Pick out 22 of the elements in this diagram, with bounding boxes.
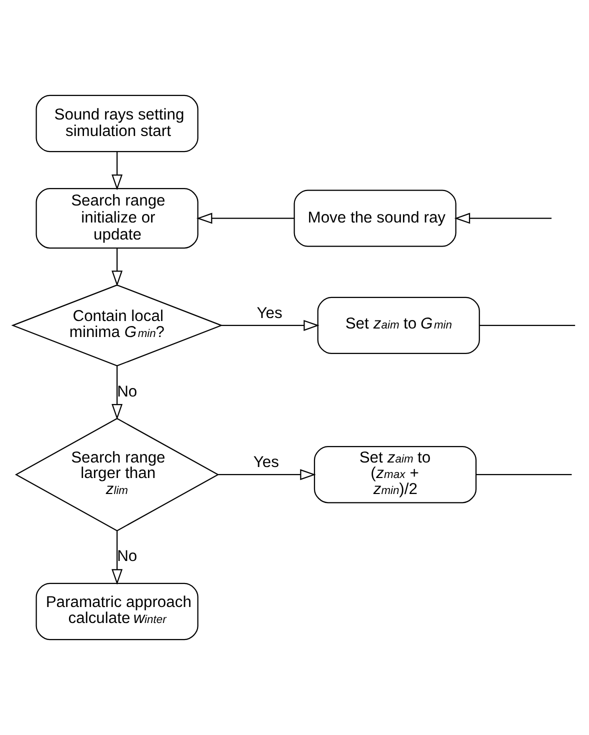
node-diamond: Contain local minima Gmin?: [11, 284, 223, 366]
node-box: Move the sound ray: [294, 190, 456, 247]
arrow: [222, 320, 320, 331]
arrow: [112, 248, 123, 286]
arrow: [112, 366, 123, 420]
node-box: Sound rays setting simulation start: [36, 94, 198, 152]
connector: [476, 474, 572, 476]
arrow: [112, 530, 123, 585]
arrow: [112, 152, 123, 190]
edge-label: No: [117, 548, 138, 566]
arrow: [196, 212, 294, 224]
node-box: Set zaim to Gmin: [317, 296, 480, 354]
edge-label: Yes: [256, 304, 282, 322]
node-box: Paramatric approach calculate winter: [36, 582, 198, 640]
node-diamond: Search range larger than zlim: [14, 418, 220, 532]
node-box: Set zaim to (zmax + zmin)/2: [314, 446, 477, 504]
connector: [480, 324, 576, 326]
node-box: Search range initialize or update: [36, 188, 198, 249]
edge-label: Yes: [253, 454, 279, 471]
arrow: [454, 212, 552, 224]
edge-label: No: [117, 383, 138, 400]
arrow: [218, 469, 316, 480]
